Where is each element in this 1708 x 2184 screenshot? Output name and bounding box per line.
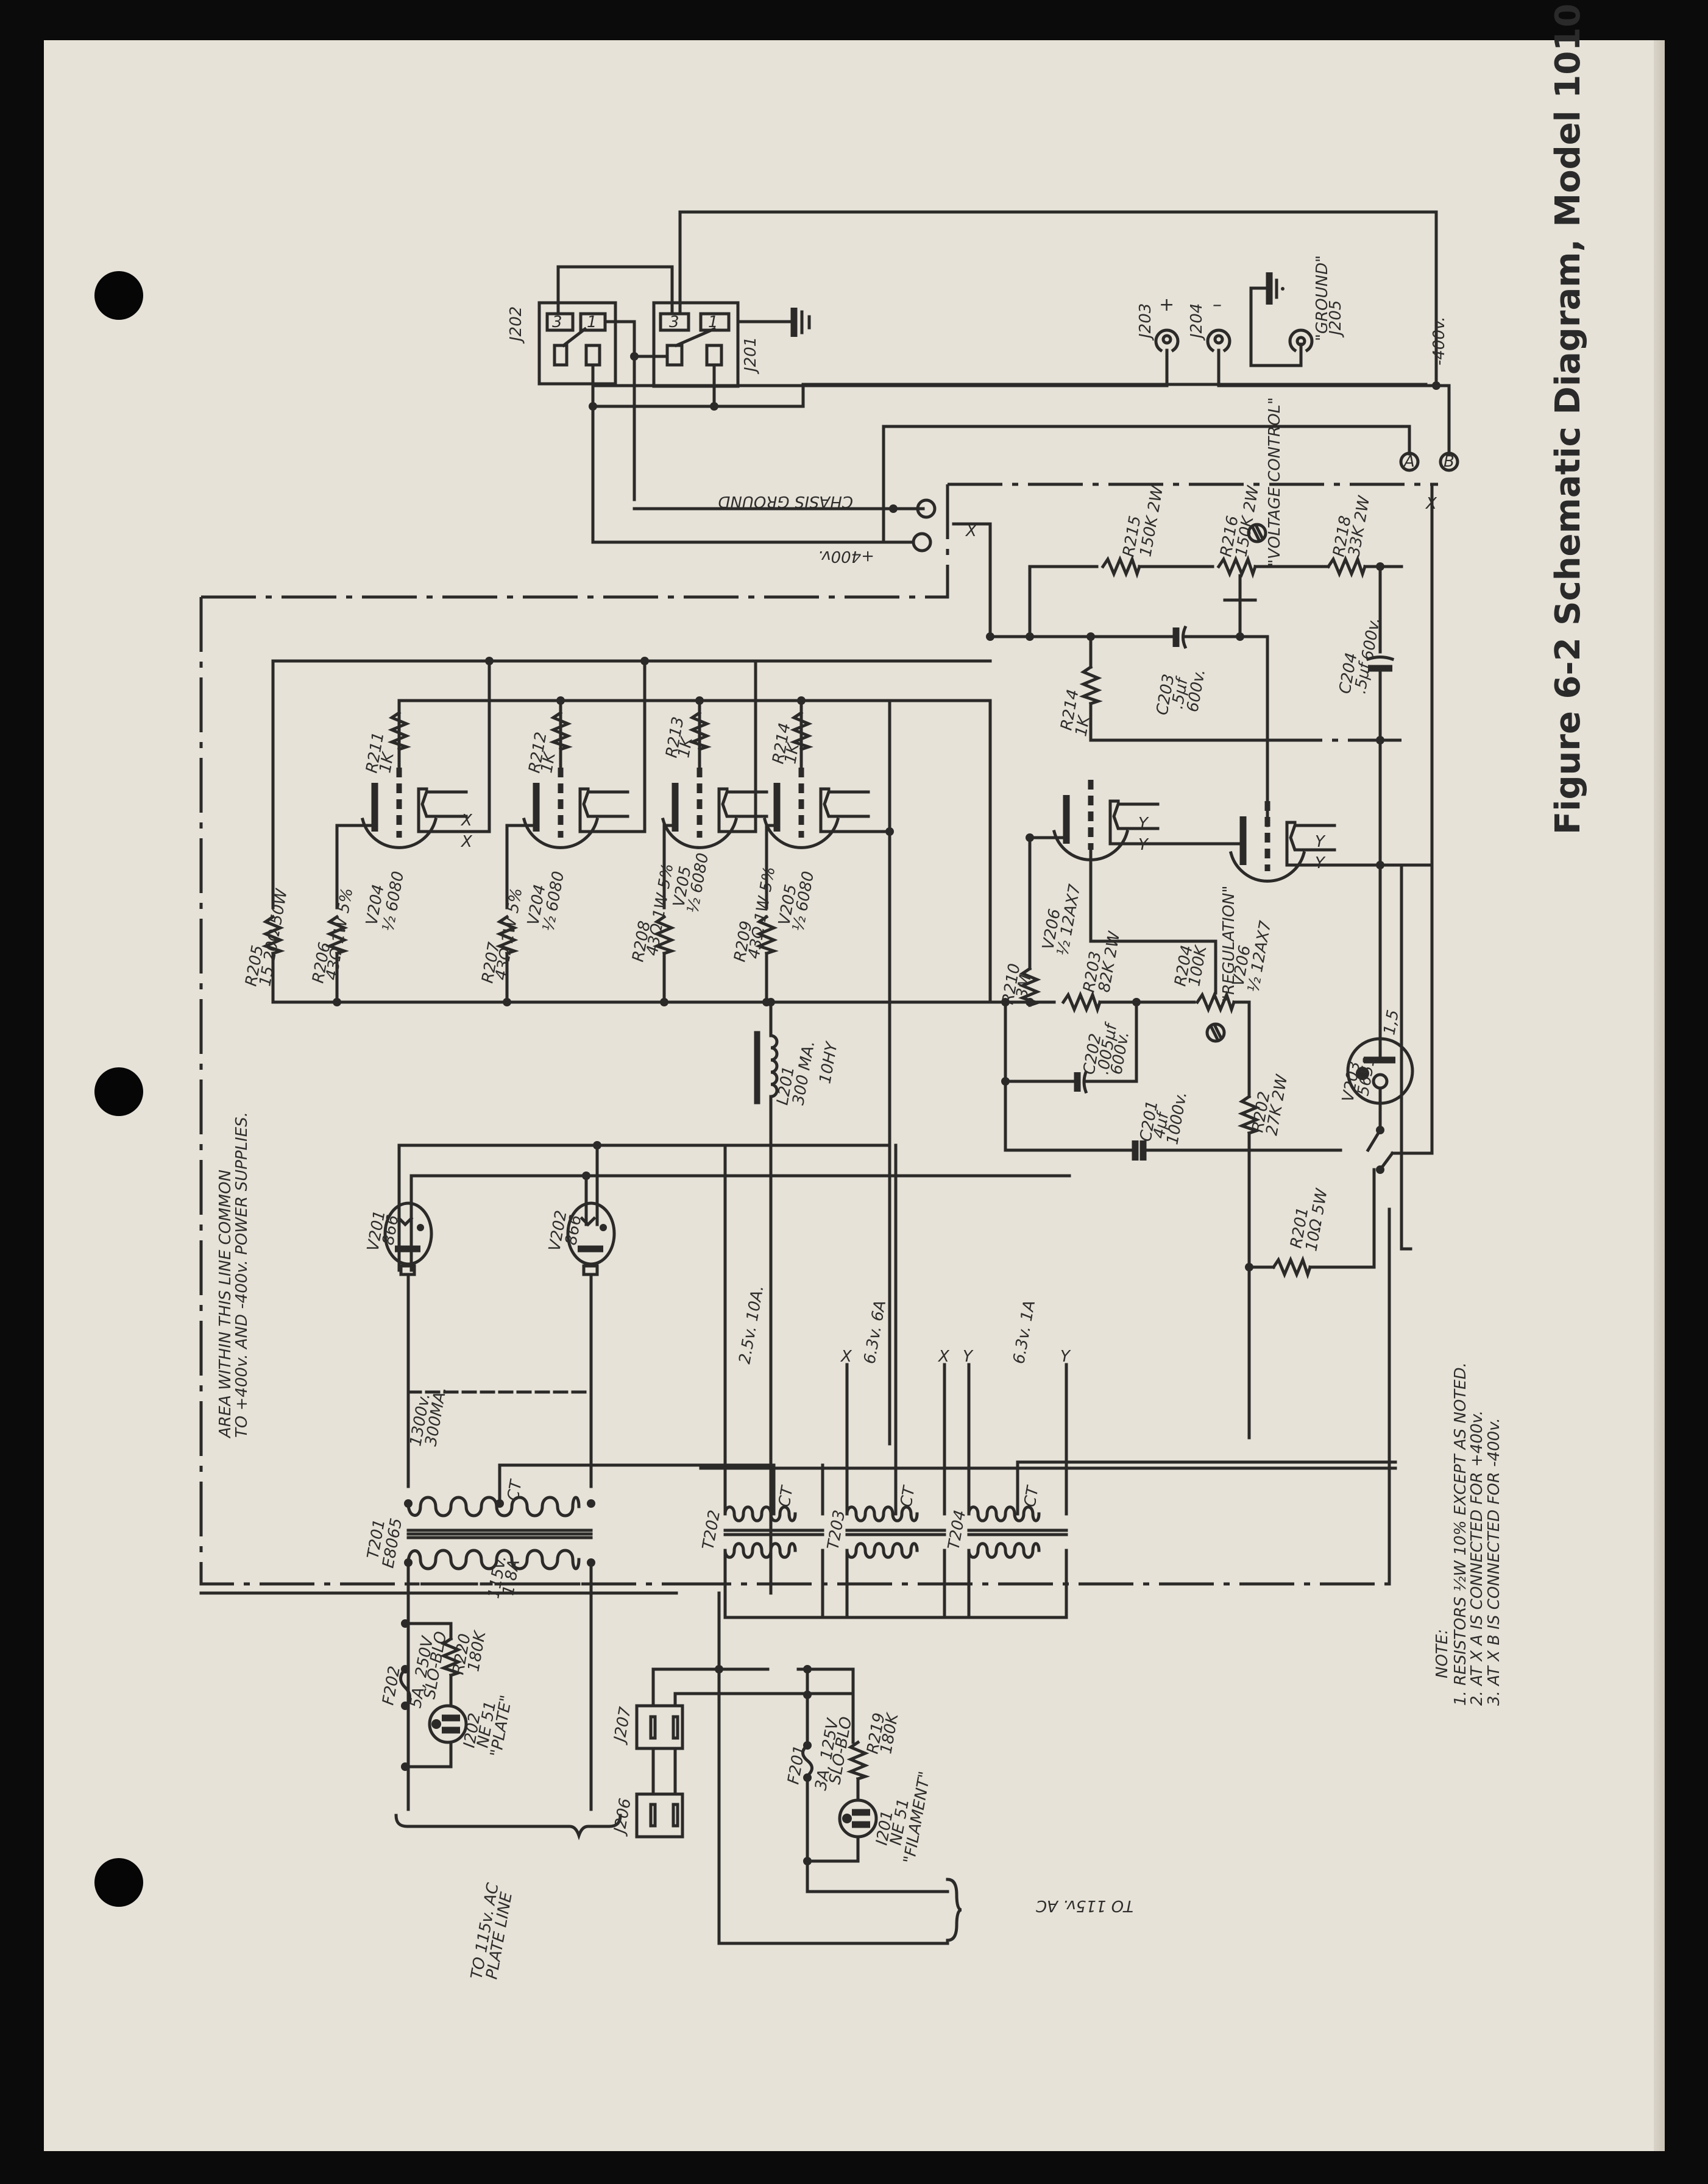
net-label-minus400: -400v. <box>1430 316 1448 366</box>
t204-ref: T204 <box>944 1508 969 1551</box>
pin-label: 1 <box>587 313 597 331</box>
jack-j203[interactable]: + J203 <box>1136 294 1180 353</box>
r212-value: 1K <box>537 750 559 774</box>
l201-value: 10HY <box>816 1039 842 1085</box>
pin-label: 1,5 <box>1380 1008 1403 1036</box>
tube-v204a: R211 1K R206 43Ω 1W 5% V204 ½ 6080 X X <box>309 659 491 1006</box>
connector-j207: J207 <box>610 1704 684 1750</box>
ground-icon <box>790 308 811 337</box>
t202-ref: T202 <box>699 1508 724 1551</box>
heater-y: Y <box>1138 836 1149 854</box>
net-label-chassis-ground: CHASIS GROUND <box>718 492 853 511</box>
jack-label: J205 <box>1327 300 1345 338</box>
connector-label: J201 <box>742 337 760 375</box>
t203-ct: CT <box>897 1483 919 1508</box>
note-item: 2. AT X A IS CONNECTED FOR +400v. <box>1468 1410 1486 1706</box>
fuse-f201: F201 3A, 125V SLO-BLO <box>784 1716 856 1792</box>
pin-label: 3 <box>552 313 562 331</box>
connector-label: J202 <box>507 306 525 344</box>
connector-label: J207 <box>610 1705 634 1746</box>
regulation-label: "REGULATION" <box>1220 886 1238 1002</box>
voltage-control-knob-icon[interactable] <box>1247 523 1267 543</box>
binder-hole-top <box>94 271 143 320</box>
pin-label: 1 <box>708 313 718 331</box>
area-note-line1: AREA WITHIN THIS LINE COMMON <box>216 1170 235 1439</box>
t203-ref: T203 <box>824 1508 849 1551</box>
heater-y: Y <box>1315 854 1326 872</box>
r210-value: 3M <box>1013 974 1035 1000</box>
notes-header: NOTE: <box>1433 1629 1451 1678</box>
t204-rating: 6.3v. 1A <box>1010 1299 1039 1365</box>
heater-y: Y <box>1060 1348 1071 1366</box>
r209-value: 43Ω 1W 5% <box>745 865 779 960</box>
r214-value: 1K <box>781 741 803 765</box>
jack-label: J204 <box>1188 303 1206 341</box>
voltage-control-label: "VOLTAGE CONTROL" <box>1266 397 1284 567</box>
f202-ref: F202 <box>379 1664 404 1706</box>
t203-rating: 6.3v. 6A <box>860 1299 890 1365</box>
lamp-i202: I202 NE 51 "PLATE" <box>428 1694 516 1758</box>
t202-ct: CT <box>775 1483 797 1508</box>
net-label-plus400: +400v. <box>818 547 874 565</box>
connector-label: J206 <box>610 1797 634 1838</box>
area-note-line2: TO +400v. AND -400v. POWER SUPPLIES. <box>233 1112 251 1438</box>
c204-rating: 600v. <box>1358 616 1384 662</box>
heater-y: Y <box>963 1348 974 1366</box>
switch-x-label: X <box>965 522 977 540</box>
notes-block: NOTE: 1. RESISTORS ½W 10% EXCEPT AS NOTE… <box>1433 1362 1503 1706</box>
heater-y: Y <box>1315 833 1326 851</box>
connector-j206: J206 <box>610 1792 684 1839</box>
marker-a-label: A <box>1403 453 1415 471</box>
t204-ct: CT <box>1021 1483 1043 1508</box>
connector-j202: 3 1 J202 <box>507 301 617 386</box>
regulation-knob-icon[interactable] <box>1205 1022 1226 1043</box>
jack-j204[interactable]: – J204 <box>1188 294 1231 353</box>
tube-v206b: V206 ½ 12AX7 Y Y <box>1229 801 1403 994</box>
marker-b <box>1439 451 1459 472</box>
tube-type: 5651 <box>1354 1055 1379 1097</box>
tube-v205b: R214 1K R209 43Ω 1W 5% V205 ½ 6080 <box>731 699 894 1006</box>
fuse-f202: F202 5A, 250V SLO-BLO <box>379 1630 450 1710</box>
heater-y: Y <box>1138 815 1149 833</box>
t201-ct: CT <box>504 1477 526 1502</box>
tube-v202: V202 866 <box>545 1201 616 1488</box>
jack-label: J203 <box>1136 303 1155 341</box>
c203-rating: 600v. <box>1183 668 1209 713</box>
minus-sign: – <box>1213 294 1222 316</box>
tube-v204b: R212 1K R207 43Ω 1W 5% V204 ½ 6080 <box>478 659 647 1006</box>
heater-x: X <box>460 811 473 830</box>
heater-x: X <box>840 1348 852 1366</box>
plus-sign: + <box>1159 294 1174 316</box>
heater-x: X <box>937 1348 950 1366</box>
pin-label: 3 <box>669 313 679 331</box>
transformer-t204: T204 6.3v. 1A CT <box>944 1299 1068 1559</box>
transformer-t203: T203 6.3v. 6A CT <box>824 1299 946 1559</box>
binder-hole-middle <box>94 1067 143 1116</box>
marker-a <box>1399 451 1420 472</box>
transformer-t202: T202 2.5v. 10A. CT <box>699 1284 824 1559</box>
heater-x: X <box>460 833 473 851</box>
tube-v206a: R210 3M V206 ½ 12AX7 Y Y <box>999 780 1245 1007</box>
c201-rating: 1000v. <box>1163 1090 1191 1147</box>
jack-j205[interactable]: "GROUND" J205 <box>1249 255 1345 367</box>
note-item: 1. RESISTORS ½W 10% EXCEPT AS NOTED. <box>1451 1362 1470 1706</box>
r205-value: 15.20Ω 50W <box>256 887 291 988</box>
r215-value: 1K <box>1072 713 1094 738</box>
lamp-i201: I201 NE 51 "FILAMENT" <box>838 1770 934 1865</box>
r208-value: 43Ω 1W 5% <box>643 862 677 957</box>
r213-value: 1K <box>675 735 696 759</box>
r211-value: 1K <box>376 750 398 774</box>
connector-j201: 3 1 J201 <box>652 301 760 388</box>
binder-hole-bottom <box>94 1858 143 1907</box>
note-item: 3. AT X B IS CONNECTED FOR -400v. <box>1485 1418 1503 1706</box>
jack-name: "GROUND" <box>1313 255 1331 341</box>
t202-rating: 2.5v. 10A. <box>735 1284 767 1365</box>
choke-l201: L201 10HY 300 MA. <box>754 1000 842 1595</box>
marker-b-label: B <box>1444 453 1455 471</box>
ac-line-label: TO 115v. AC <box>1035 1896 1133 1915</box>
figure-title: Figure 6-2 Schematic Diagram, Model 1010 <box>1548 4 1588 835</box>
transformer-t201: T201 E8065 CT 115v. 1.8A <box>364 1477 595 1600</box>
